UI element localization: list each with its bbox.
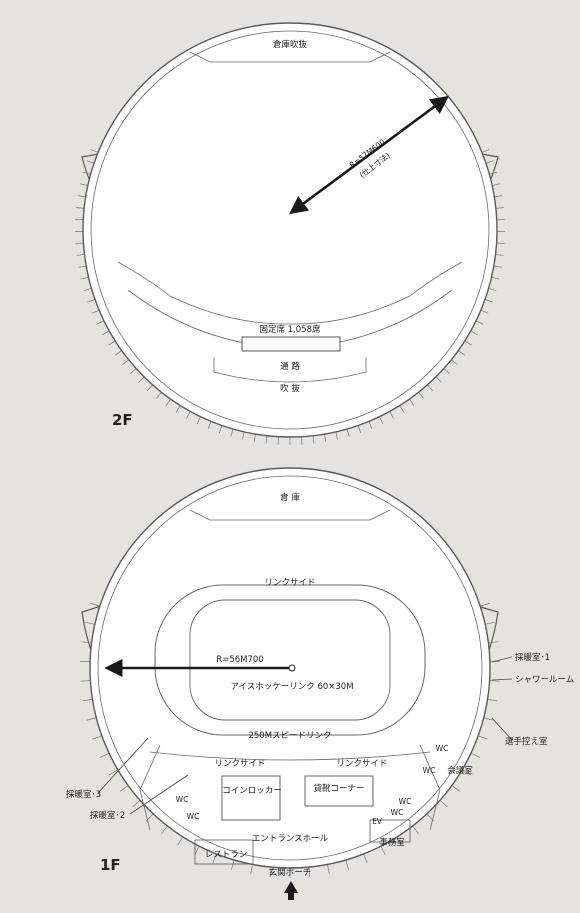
1f-leader-shower bbox=[491, 678, 513, 681]
1f-rinkside-right-label: リンクサイド bbox=[336, 759, 387, 769]
1f-leader-heating2 bbox=[129, 774, 189, 815]
2f-dome-outline bbox=[82, 22, 498, 438]
1f-meeting-label: 会議室 bbox=[447, 765, 473, 776]
1f-dome-inner-ring bbox=[97, 475, 483, 861]
2f-seating-tier-line bbox=[117, 261, 463, 325]
1f-rinkside-wall bbox=[149, 751, 431, 761]
1f-restaurant-room bbox=[194, 839, 254, 865]
1f-wing-line-left bbox=[139, 744, 161, 831]
1f-restaurant-label: レストラン bbox=[205, 850, 248, 860]
1f-speed-rink-outer bbox=[154, 584, 426, 736]
1f-wc-label: WC bbox=[176, 795, 189, 804]
1f-leader-heating3 bbox=[97, 737, 149, 794]
1f-shower-label: シャワールーム bbox=[515, 675, 574, 685]
1f-speed-label: 250Mスピードリンク bbox=[248, 731, 331, 741]
2f-fixed-seats-label: 固定席 1,058席 bbox=[259, 324, 321, 335]
1f-rental-label: 貸靴コーナー bbox=[313, 783, 364, 794]
1f-floor-label: 1F bbox=[100, 856, 121, 874]
1f-heating3-label: 採暖室･3 bbox=[66, 789, 101, 800]
2f-floor-label: 2F bbox=[112, 411, 133, 429]
1f-speed-rink-inner bbox=[189, 599, 391, 721]
1f-coin-locker-label: コインロッカー bbox=[222, 786, 282, 796]
1f-wc-label: WC bbox=[187, 812, 200, 821]
floor-1f-plan: 倉 庫 リンクサイド R=56M700 アイスホッケーリンク 60×30M 25… bbox=[66, 467, 574, 900]
2f-dome-inner-ring bbox=[90, 30, 490, 430]
1f-hockey-label: アイスホッケーリンク 60×30M bbox=[230, 682, 353, 692]
1f-heating2-label: 採暖室･2 bbox=[90, 810, 125, 821]
floor-2f-plan: R=57M600 (仕上寸法) 倉庫吹抜 固定席 1,058席 通 路 吹 抜 … bbox=[75, 22, 505, 445]
1f-center-point bbox=[288, 664, 296, 672]
1f-entrance-label: エントランスホール bbox=[252, 834, 329, 844]
1f-rinkside-top-label: リンクサイド bbox=[264, 578, 315, 588]
1f-rinkside-left-label: リンクサイド bbox=[214, 759, 265, 769]
1f-leader-heating1 bbox=[491, 656, 513, 663]
1f-ev-label: EV bbox=[372, 817, 383, 826]
2f-top-void-outline bbox=[189, 51, 391, 63]
1f-porch-label: 玄関ポーチ bbox=[269, 867, 312, 878]
1f-wc-label: WC bbox=[423, 766, 436, 775]
2f-top-void-label: 倉庫吹抜 bbox=[273, 39, 308, 50]
2f-passage-outline bbox=[213, 357, 367, 383]
2f-radius-arrow bbox=[289, 95, 449, 215]
1f-heating1-label: 採暖室･1 bbox=[515, 652, 550, 663]
1f-radius-label: R=56M700 bbox=[216, 655, 263, 665]
1f-leader-players bbox=[491, 717, 513, 741]
1f-rental-room bbox=[304, 775, 374, 807]
1f-wing-line-right bbox=[419, 744, 441, 831]
1f-coin-locker-room bbox=[221, 775, 281, 821]
2f-fixed-seat-block bbox=[241, 336, 341, 352]
1f-office-label: 事務室 bbox=[379, 837, 405, 848]
1f-players-label: 選手控え室 bbox=[505, 736, 548, 747]
2f-passage-label: 通 路 bbox=[280, 361, 300, 372]
1f-warehouse-label: 倉 庫 bbox=[280, 492, 300, 503]
1f-warehouse-outline bbox=[189, 509, 391, 521]
1f-wc-label: WC bbox=[399, 797, 412, 806]
1f-wc-label: WC bbox=[436, 744, 449, 753]
2f-void-label: 吹 抜 bbox=[280, 383, 300, 394]
1f-office-room bbox=[369, 819, 411, 843]
1f-entrance-arrow-icon bbox=[284, 881, 298, 900]
1f-wc-label: WC bbox=[391, 808, 404, 817]
